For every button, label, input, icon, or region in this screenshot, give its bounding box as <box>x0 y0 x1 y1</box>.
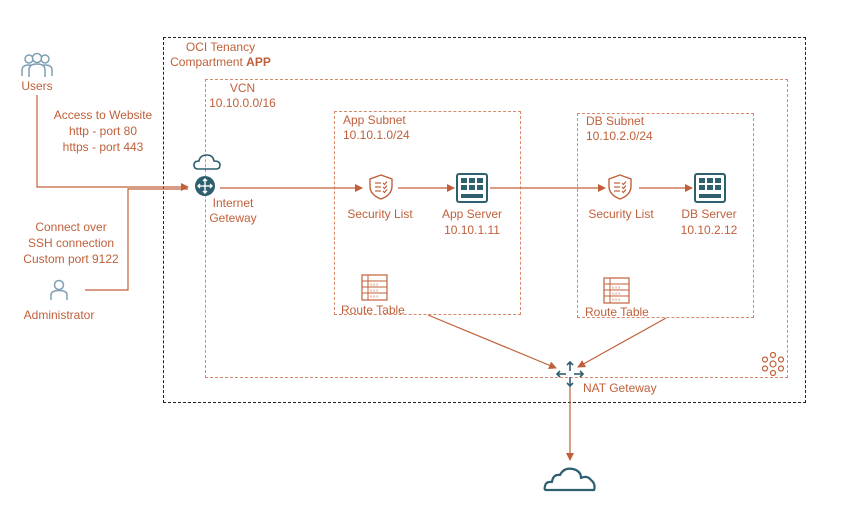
vcn-network-icon <box>761 351 785 377</box>
db-route-to-nat-line <box>577 317 667 368</box>
person-icon <box>50 279 68 300</box>
users-to-gateway-line <box>36 95 189 191</box>
nat-gateway-label: NAT Geteway <box>583 381 657 395</box>
app-route-table-label: Route Table <box>341 303 405 317</box>
nat-gateway-icon <box>556 361 584 387</box>
db-subnet-cidr: 10.10.2.0/24 <box>586 129 653 143</box>
users-icon <box>21 52 53 77</box>
tenancy-boundary <box>163 37 806 403</box>
tenancy-title: OCI Tenancy Compartment APP <box>170 40 271 69</box>
app-route-to-nat-line <box>427 314 557 370</box>
route-table-icon: x.x.xx.x.xx.x.x <box>361 274 388 301</box>
svg-text:x.x.x: x.x.x <box>370 288 378 293</box>
route-table-icon: x.x.xx.x.xx.x.x <box>603 277 630 304</box>
app-subnet-title: App Subnet 10.10.1.0/24 <box>343 113 410 142</box>
app-server-label: App Server 10.10.1.11 <box>427 206 517 238</box>
app-subnet-cidr: 10.10.1.0/24 <box>343 128 410 142</box>
administrator-label: Administrator <box>23 308 95 322</box>
compartment-name: APP <box>246 55 271 69</box>
vcn-cidr: 10.10.0.0/16 <box>209 96 276 110</box>
security-list-icon <box>369 174 393 200</box>
vcn-boundary <box>205 79 788 378</box>
app-security-list-label: Security List <box>347 207 413 221</box>
db-server-ip: 10.10.2.12 <box>680 223 738 237</box>
users-label: Users <box>21 79 53 93</box>
app-subnet-boundary <box>334 111 521 315</box>
svg-text:x.x.x: x.x.x <box>612 291 620 296</box>
svg-text:x.x.x: x.x.x <box>370 282 378 287</box>
server-icon <box>694 173 726 203</box>
db-subnet-boundary <box>577 113 754 318</box>
website-access-note: Access to Website http - port 80 https -… <box>53 108 153 154</box>
db-route-table-label: Route Table <box>585 305 649 319</box>
ssh-access-note: Connect over SSH connection Custom port … <box>23 220 119 266</box>
cloud-icon <box>543 467 596 492</box>
db-security-list-label: Security List <box>588 207 654 221</box>
db-server-label: DB Server 10.10.2.12 <box>664 206 754 238</box>
internet-gateway-label: Internet Geteway <box>209 196 257 225</box>
svg-text:x.x.x: x.x.x <box>370 294 378 299</box>
svg-text:x.x.x: x.x.x <box>612 285 620 290</box>
security-list-icon <box>608 174 632 200</box>
internet-gateway-icon <box>193 154 221 196</box>
vcn-title: VCN 10.10.0.0/16 <box>205 81 280 111</box>
server-icon <box>456 173 488 203</box>
svg-text:x.x.x: x.x.x <box>612 297 620 302</box>
db-subnet-title: DB Subnet 10.10.2.0/24 <box>586 114 653 143</box>
app-server-ip: 10.10.1.11 <box>444 223 500 237</box>
admin-to-gateway-line <box>85 188 188 291</box>
